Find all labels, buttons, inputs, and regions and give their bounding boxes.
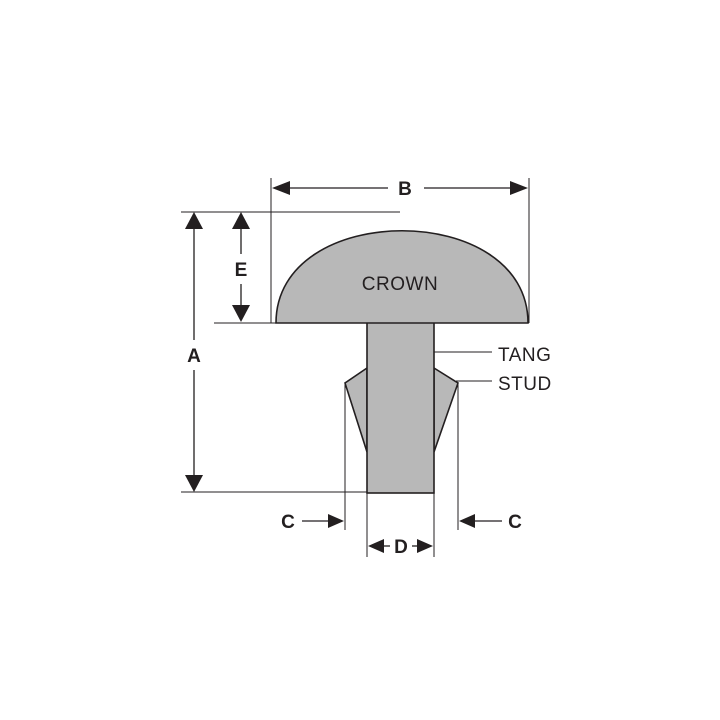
- arrow-a-top: [185, 212, 203, 229]
- fret-profile: [275, 230, 529, 494]
- arrow-b-left: [272, 181, 290, 195]
- dimension-e-label: E: [235, 260, 248, 281]
- stud-barb-right: [433, 366, 459, 453]
- dimension-c-left-label: C: [281, 512, 295, 533]
- arrow-c-left: [328, 514, 344, 528]
- arrow-e-top: [232, 212, 250, 229]
- dimension-a: A: [181, 212, 367, 493]
- arrow-b-right: [510, 181, 528, 195]
- arrow-d-right: [417, 539, 433, 553]
- dimension-e: E: [232, 212, 250, 322]
- dimension-b-label: B: [398, 179, 412, 200]
- crown-label: CROWN: [362, 274, 438, 295]
- arrow-d-left: [368, 539, 384, 553]
- dimension-c: C C: [281, 383, 522, 533]
- dimension-c-right-label: C: [508, 512, 522, 533]
- dimension-b: B: [270, 178, 530, 323]
- dimension-d-label: D: [394, 537, 408, 558]
- tang-shape: [366, 317, 435, 494]
- arrow-c-right: [459, 514, 475, 528]
- dimension-a-label: A: [187, 346, 201, 367]
- arrow-a-bottom: [185, 475, 203, 492]
- arrow-e-bottom: [232, 305, 250, 322]
- crown-shape: [275, 230, 529, 324]
- stud-barb-left: [344, 366, 368, 453]
- dimension-d: D: [366, 493, 435, 558]
- stud-label: STUD: [498, 374, 552, 395]
- tang-label: TANG: [498, 345, 551, 366]
